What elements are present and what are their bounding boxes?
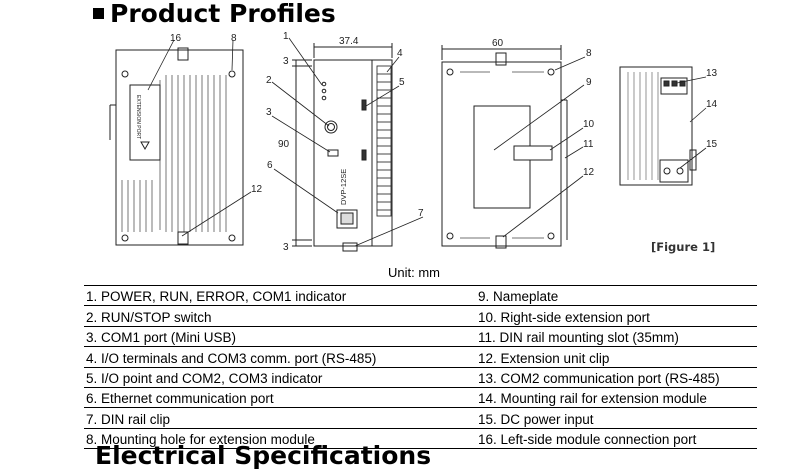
legend-item: 14. Mounting rail for extension module <box>474 387 757 409</box>
callout-14: 14 <box>706 99 718 110</box>
page-title: Product Profiles <box>93 0 336 28</box>
dim-margin-top: 3 <box>283 56 289 67</box>
right-side-view <box>441 45 568 249</box>
callout-13: 13 <box>706 68 718 79</box>
callout-8-left: 8 <box>231 33 237 44</box>
dim-height: 90 <box>278 139 290 150</box>
legend-item: 16. Left-side module connection port <box>474 428 757 450</box>
next-section-title: Electrical Specifications <box>95 441 432 470</box>
legend-item: 3. COM1 port (Mini USB) <box>84 326 474 348</box>
table-row: 4. I/O terminals and COM3 comm. port (RS… <box>84 346 757 368</box>
callout-5: 5 <box>399 77 405 88</box>
callout-10: 10 <box>583 119 595 130</box>
figure-label: [Figure 1] <box>651 240 716 254</box>
callout-4: 4 <box>397 48 403 59</box>
rear-view <box>619 66 697 186</box>
dim-width-top: 37.4 <box>339 36 359 47</box>
callout-8: 8 <box>586 48 592 59</box>
side-port-text: EXTENSION PORT <box>135 95 141 139</box>
callout-1: 1 <box>283 31 289 42</box>
unit-label: Unit: mm <box>388 265 440 280</box>
legend-item: 5. I/O point and COM2, COM3 indicator <box>84 367 474 388</box>
square-bullet-icon <box>93 7 104 19</box>
legend-item: 12. Extension unit clip <box>474 346 757 368</box>
callout-12-left: 12 <box>251 184 263 195</box>
legend-item: 11. DIN rail mounting slot (35mm) <box>474 326 757 348</box>
callout-9: 9 <box>586 77 592 88</box>
callout-15: 15 <box>706 139 718 150</box>
legend-item: 6. Ethernet communication port <box>84 387 474 409</box>
left-side-view: EXTENSION PORT <box>109 47 244 246</box>
callout-12: 12 <box>583 167 595 178</box>
callout-3: 3 <box>266 107 272 118</box>
front-view: DVP-12SE <box>292 43 393 252</box>
dim-width-side: 60 <box>492 38 504 49</box>
dim-margin-bottom: 3 <box>283 242 289 253</box>
page-title-text: Product Profiles <box>110 0 336 28</box>
legend-item: 2. RUN/STOP switch <box>84 305 474 327</box>
legend-item: 13. COM2 communication port (RS-485) <box>474 367 757 388</box>
callout-6: 6 <box>267 160 273 171</box>
legend-item: 9. Nameplate <box>474 284 757 307</box>
legend-item: 10. Right-side extension port <box>474 305 757 327</box>
product-figure: EXTENSION PORT <box>109 31 718 253</box>
callout-16: 16 <box>170 33 182 44</box>
legend-item: 4. I/O terminals and COM3 comm. port (RS… <box>84 346 474 368</box>
table-row: 3. COM1 port (Mini USB)11. DIN rail moun… <box>84 326 757 348</box>
model-text: DVP-12SE <box>339 169 348 205</box>
legend-item: 7. DIN rail clip <box>84 407 474 429</box>
callout-11: 11 <box>583 139 594 150</box>
callout-2: 2 <box>266 75 272 86</box>
callout-7: 7 <box>418 208 424 219</box>
legend-item: 15. DC power input <box>474 407 757 429</box>
legend-item: 1. POWER, RUN, ERROR, COM1 indicator <box>84 284 474 307</box>
legend-item: 8. Mounting hole for extension module <box>84 428 474 450</box>
